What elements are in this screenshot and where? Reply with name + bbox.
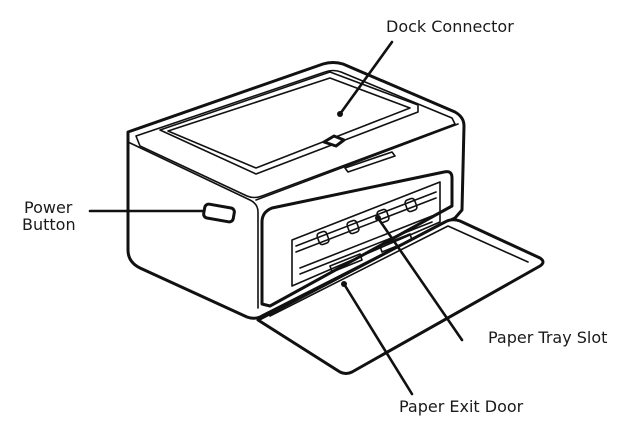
dock-recess-inner	[167, 77, 411, 169]
power-button-label-line2: Button	[22, 215, 76, 234]
dock-recess	[159, 71, 419, 175]
paper-exit-door	[256, 218, 545, 375]
side-face	[127, 141, 259, 309]
paper-tray-slot-leader	[376, 216, 464, 342]
top-lid	[135, 69, 456, 199]
paper-slot-opening	[291, 181, 441, 287]
power-button-label-line1: Power	[24, 198, 73, 217]
door-inner-edge	[269, 225, 529, 317]
front-lip	[344, 151, 396, 173]
callout-lines	[88, 40, 464, 396]
paper-tray-slot-label: Paper Tray Slot	[488, 328, 607, 347]
printer-illustration	[126, 61, 545, 375]
dock-connector-label: Dock Connector	[386, 17, 514, 36]
power-button	[202, 202, 236, 224]
roller-assembly	[295, 191, 437, 275]
dock-connector	[322, 134, 346, 148]
dock-connector-leader	[338, 40, 394, 116]
front-upper-edge	[255, 123, 459, 201]
front-frame	[260, 170, 454, 308]
paper-exit-door-leader	[342, 282, 414, 396]
paper-exit-door-label: Paper Exit Door	[399, 397, 524, 416]
